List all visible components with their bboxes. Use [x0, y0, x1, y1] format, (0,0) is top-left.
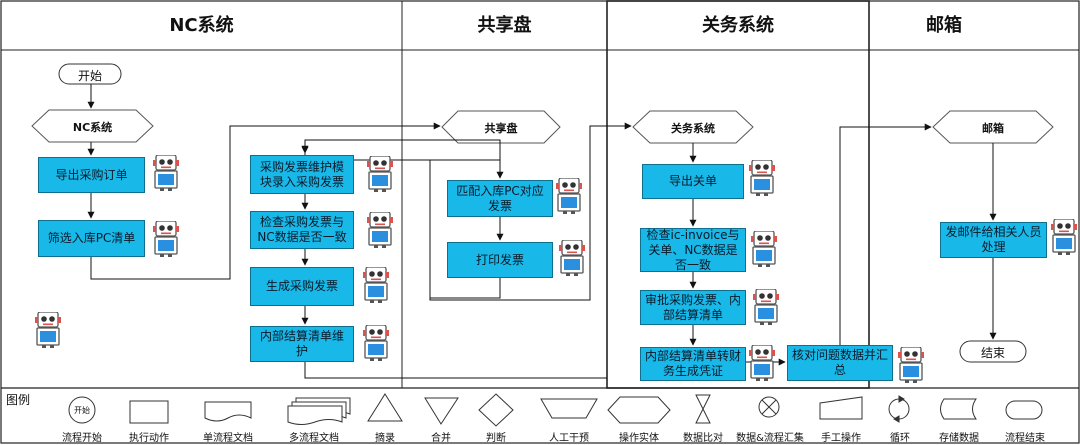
robot-icon: [752, 289, 780, 325]
lane-title-customs: 关务系统: [702, 15, 774, 36]
robot-icon: [366, 212, 394, 248]
end-terminator-shape: [959, 340, 1027, 363]
loop-icon: [888, 395, 910, 423]
diamond-icon: [478, 393, 514, 427]
hex-share-shape: [441, 110, 561, 144]
lane-title-mail: 邮箱: [926, 15, 962, 36]
triangle-down-icon: [424, 397, 459, 425]
legend-label-start: 流程开始: [62, 433, 102, 444]
legend-label-compare: 数据比对: [683, 433, 723, 444]
legend-icons: [68, 393, 1043, 427]
robot-icon: [34, 312, 62, 348]
legend-label-merge: 合并: [431, 433, 451, 444]
step-internal-finance[interactable]: 内部结算清单转财务生成凭证: [640, 347, 746, 381]
stored-data-icon: [940, 398, 977, 420]
start-circle-icon: [68, 396, 96, 424]
step-internal-maint[interactable]: 内部结算清单维护: [250, 326, 354, 362]
legend-label-merge-data: 数据&流程汇集: [736, 433, 804, 444]
robot-icon: [1050, 219, 1078, 255]
hex-share-label: 共享盘: [484, 122, 518, 135]
robot-icon: [366, 156, 394, 192]
legend-label-extract: 摘录: [375, 433, 395, 444]
robot-icon: [152, 221, 180, 257]
lane-title-share: 共享盘: [477, 15, 532, 36]
start-terminator: 开始: [77, 69, 102, 83]
step-check-invoice[interactable]: 检查采购发票与NC数据是否一致: [250, 211, 354, 249]
legend-label-manual-intervention: 人工干预: [549, 433, 589, 444]
lane-title-nc: NC系统: [169, 15, 234, 36]
robot-icon: [748, 345, 776, 381]
legend-label-document: 单流程文档: [203, 433, 253, 444]
robot-icon: [748, 160, 776, 196]
hex-nc-shape: [31, 109, 154, 143]
step-verify-data[interactable]: 核对问题数据并汇总: [787, 345, 893, 381]
document-icon: [204, 401, 252, 422]
rectangle-icon: [129, 400, 169, 424]
terminator-icon: [1005, 400, 1043, 420]
multi-document-icon: [287, 397, 351, 425]
hex-customs-label: 关务系统: [671, 122, 715, 135]
step-print-invoice[interactable]: 打印发票: [447, 242, 553, 278]
step-invoice-entry[interactable]: 采购发票维护模块录入采购发票: [250, 155, 354, 194]
legend-label-action: 执行动作: [129, 433, 169, 444]
trapezoid-icon: [540, 398, 598, 419]
step-export-po[interactable]: 导出采购订单: [38, 157, 145, 193]
robot-icon: [362, 267, 390, 303]
step-gen-invoice[interactable]: 生成采购发票: [250, 267, 354, 306]
circle-x-icon: [758, 396, 780, 418]
hex-nc-label: NC系统: [72, 121, 113, 134]
hex-mail-shape: [932, 110, 1054, 144]
start-terminator-shape: [58, 63, 122, 85]
legend-label-stored-data: 存储数据: [939, 433, 979, 444]
step-match-invoice[interactable]: 匹配入库PC对应发票: [447, 180, 553, 217]
hex-customs-shape: [632, 110, 754, 144]
robot-icon: [152, 155, 180, 191]
hexagon-icon: [607, 396, 671, 424]
robot-icon: [558, 240, 586, 276]
end-terminator: 结束: [980, 346, 1005, 360]
step-filter-pc[interactable]: 筛选入库PC清单: [38, 220, 145, 257]
robot-icon: [555, 178, 583, 214]
step-send-mail[interactable]: 发邮件给相关人员处理: [940, 222, 1047, 258]
legend-label-decision: 判断: [486, 433, 506, 444]
legend-label-end: 流程结束: [1005, 433, 1045, 444]
hourglass-icon: [695, 394, 711, 424]
step-export-customs[interactable]: 导出关单: [642, 164, 744, 199]
legend-title: 图例: [6, 393, 31, 407]
legend-label-loop: 循环: [890, 433, 910, 444]
legend-label-multi-document: 多流程文档: [289, 433, 339, 444]
step-check-ic-invoice[interactable]: 检查ic-invoice与关单、NC数据是否一致: [640, 228, 746, 272]
robot-icon: [750, 231, 778, 267]
legend-label-manual-op: 手工操作: [821, 433, 861, 444]
legend-label-entity: 操作实体: [619, 433, 659, 444]
step-approve[interactable]: 审批采购发票、内部结算清单: [640, 290, 746, 325]
robot-icon: [897, 347, 925, 383]
manual-input-icon: [819, 396, 863, 420]
legend-start-symbol-text: 开始: [74, 406, 90, 415]
triangle-up-icon: [367, 393, 403, 422]
robot-icon: [362, 325, 390, 361]
hex-mail-label: 邮箱: [982, 122, 1004, 135]
